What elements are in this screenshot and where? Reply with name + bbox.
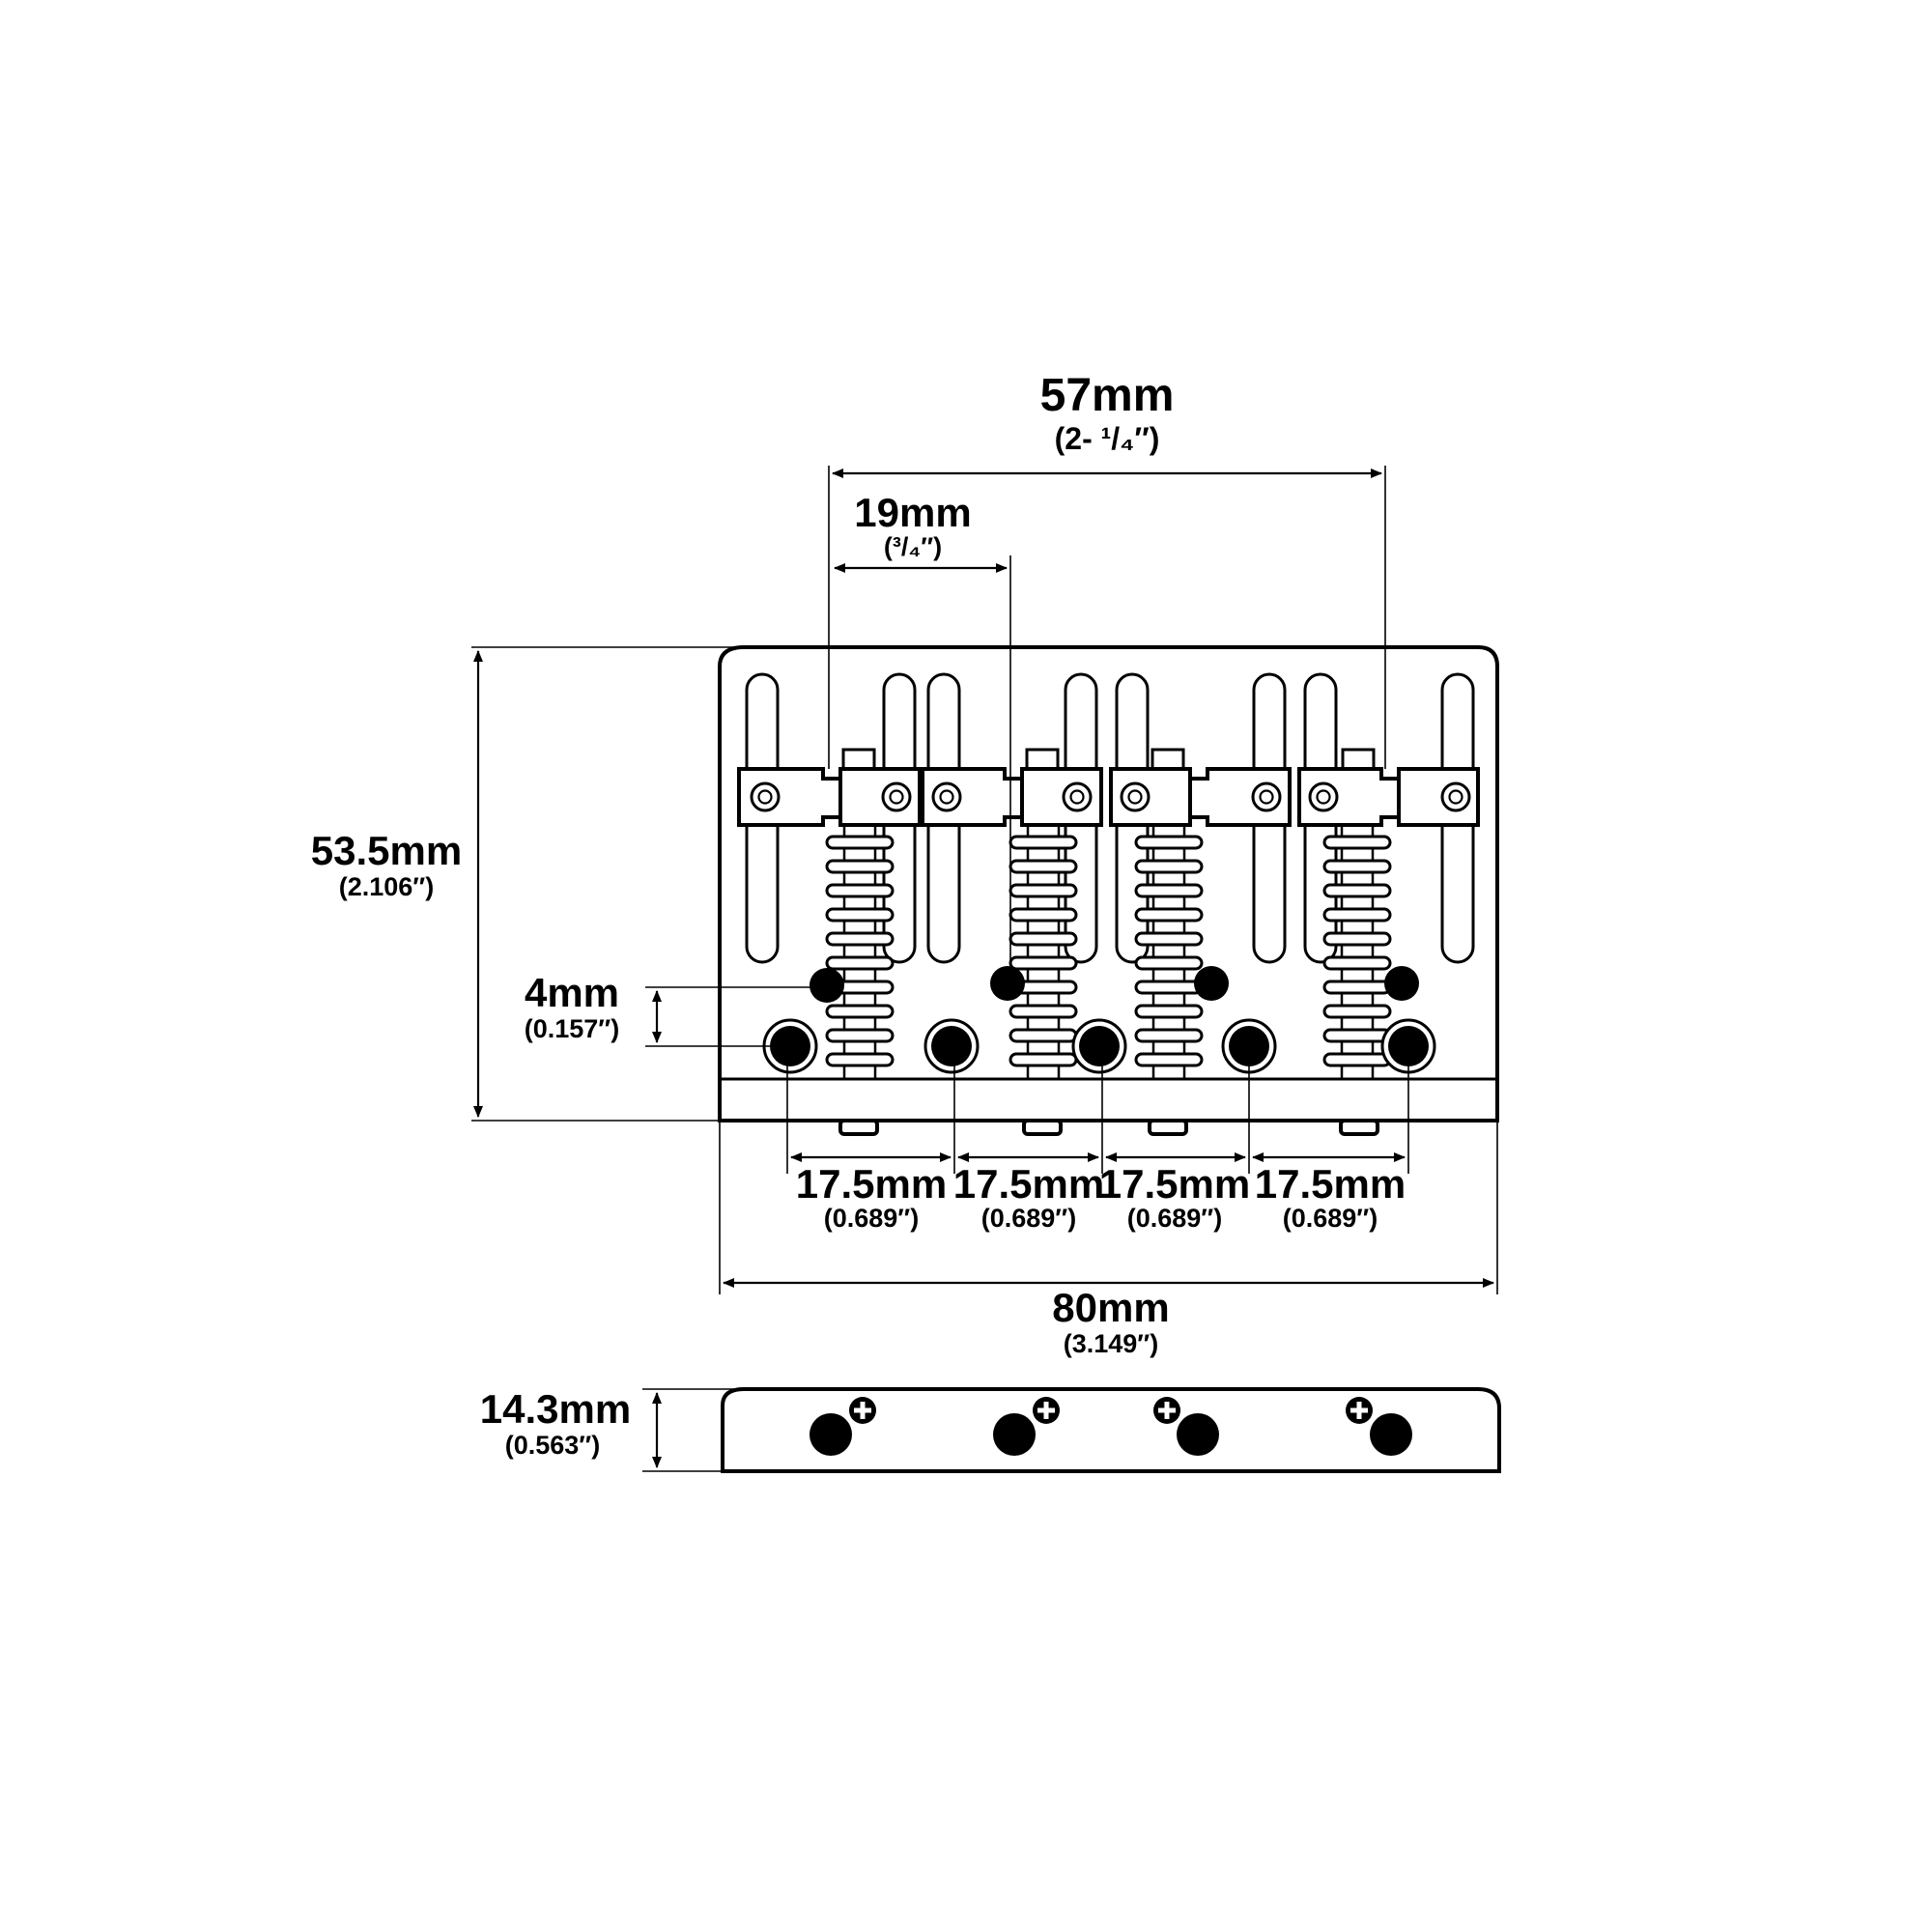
bridge-top-view xyxy=(718,645,1499,1136)
side-profile-outline xyxy=(721,1387,1501,1473)
spacing-inch-label-1: (0.689″) xyxy=(824,1204,919,1233)
bridge-side-view xyxy=(721,1387,1501,1473)
intonation-springs xyxy=(825,826,1392,1079)
spring-4 xyxy=(1322,826,1392,1079)
spacing-label-4: 17.5mm xyxy=(1255,1161,1406,1207)
phillips-screw-icon xyxy=(1033,1397,1060,1424)
side-hole-2 xyxy=(993,1413,1036,1456)
mounting-holes xyxy=(762,1018,1436,1074)
saddle-1 xyxy=(737,767,922,827)
height-label: 53.5mm xyxy=(311,828,462,873)
spacing-label-2: 17.5mm xyxy=(953,1161,1104,1207)
phillips-screw-icon xyxy=(1153,1397,1180,1424)
dimension-lines xyxy=(471,466,1498,1472)
mounting-hole-icon xyxy=(923,1018,980,1074)
phillips-screws xyxy=(849,1397,1373,1424)
spacing-label-3: 17.5mm xyxy=(1099,1161,1250,1207)
side-hole-3 xyxy=(1177,1413,1219,1456)
side-hole-4 xyxy=(1370,1413,1412,1456)
spacing-label-1: 17.5mm xyxy=(796,1161,947,1207)
width-label: 80mm xyxy=(1052,1285,1169,1330)
saddle-2 xyxy=(921,767,1103,827)
spring-1 xyxy=(825,826,895,1079)
saddle-3 xyxy=(1109,767,1292,827)
offset-inch-label: (0.157″) xyxy=(525,1014,619,1043)
span-57-inch-label: (2- ¹/₄″) xyxy=(1055,421,1160,456)
side-height-inch-label: (0.563″) xyxy=(505,1431,600,1460)
spacing-inch-label-2: (0.689″) xyxy=(981,1204,1076,1233)
height-inch-label: (2.106″) xyxy=(339,872,434,901)
dimension-labels: 57mm (2- ¹/₄″) 19mm (³/₄″) 53.5mm (2.106… xyxy=(311,370,1406,1460)
spacing-inch-label-3: (0.689″) xyxy=(1127,1204,1222,1233)
pitch-19-inch-label: (³/₄″) xyxy=(884,532,942,561)
phillips-screw-icon xyxy=(1346,1397,1373,1424)
side-holes xyxy=(810,1413,1412,1456)
spacing-inch-label-4: (0.689″) xyxy=(1283,1204,1378,1233)
saddle-4 xyxy=(1297,767,1480,827)
side-height-label: 14.3mm xyxy=(480,1386,631,1432)
pitch-19-label: 19mm xyxy=(854,490,971,535)
phillips-screw-icon xyxy=(849,1397,876,1424)
span-57-label: 57mm xyxy=(1040,370,1175,421)
spring-3 xyxy=(1134,826,1204,1079)
saddle-tabs xyxy=(838,1119,1379,1136)
side-hole-1 xyxy=(810,1413,852,1456)
saddles xyxy=(737,767,1480,827)
offset-label: 4mm xyxy=(525,970,619,1015)
mounting-hole-icon xyxy=(1071,1018,1127,1074)
width-inch-label: (3.149″) xyxy=(1064,1329,1158,1358)
spring-2 xyxy=(1009,826,1078,1079)
string-holes xyxy=(810,966,1419,1003)
